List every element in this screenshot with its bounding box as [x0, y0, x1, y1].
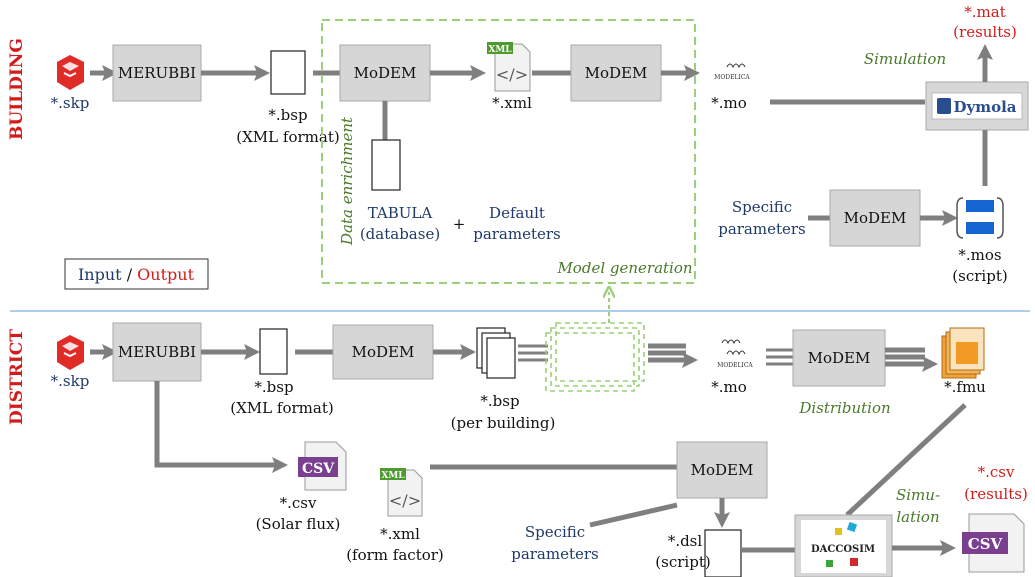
district-xml-badge: XML	[381, 471, 405, 481]
plus-sign: +	[453, 215, 466, 233]
district-mo-label: *.mo	[711, 378, 747, 396]
dymola-logo-icon	[937, 98, 951, 114]
building-mat-label: *.mat	[964, 3, 1005, 21]
district-bsp2-note: (per building)	[451, 414, 556, 432]
xml-badge-text: XML	[488, 45, 512, 55]
dsl-note: (script)	[655, 553, 710, 571]
building-merubbi-label: MERUBBI	[118, 64, 196, 82]
district-bsp-doc	[259, 328, 288, 375]
building-mos-note: (script)	[952, 267, 1007, 285]
district-bsp-label: *.bsp	[254, 378, 293, 396]
default-label-2: parameters	[473, 225, 561, 243]
building-xml-label: *.xml	[492, 94, 532, 112]
arrow-merubbi-csv	[154, 381, 289, 474]
district-modelica-text: MODELICA	[717, 362, 753, 369]
building-specific-2: parameters	[718, 220, 806, 238]
daccosim-logo: DACCOSIM	[811, 521, 875, 567]
district-skp-label: *.skp	[51, 372, 90, 390]
building-modem3-label: MoDEM	[844, 209, 907, 227]
fmu-label: *.fmu	[944, 378, 986, 396]
simu-label-2: lation	[896, 508, 939, 526]
building-xml-icon: XML </>	[487, 42, 531, 92]
building-bsp-doc	[270, 50, 306, 95]
district-xml-label: *.xml	[380, 525, 420, 543]
district-specific-1: Specific	[525, 523, 585, 541]
daccosim-logo-text: DACCOSIM	[811, 544, 875, 555]
csv-icon: CSV	[298, 441, 347, 491]
district-merubbi-label: MERUBBI	[118, 343, 196, 361]
daccosim-logo-bg	[801, 520, 886, 573]
building-modem1-label: MoDEM	[354, 64, 417, 82]
building-mat-note: (results)	[953, 23, 1017, 41]
district-merubbi-box	[112, 322, 202, 382]
section-building-title: BUILDING	[7, 38, 27, 140]
district-xml-icon: XML </>	[380, 468, 423, 517]
csv-badge-text: CSV	[302, 461, 335, 477]
district-xml-note: (form factor)	[346, 546, 444, 564]
csv-out-note: (results)	[964, 485, 1028, 503]
section-district-title: DISTRICT	[7, 329, 27, 425]
district-modem2-label: MoDEM	[808, 349, 871, 367]
building-modem1-box	[339, 44, 431, 102]
svg-text:</>: </>	[389, 491, 421, 510]
modelica-icon: MODELICA	[714, 63, 750, 81]
stack-lines-mo-modem	[766, 348, 795, 366]
tabula-doc	[371, 139, 401, 191]
csv-out-badge: CSV	[968, 535, 1003, 553]
dsl-doc	[704, 529, 742, 577]
building-merubbi-box	[112, 44, 202, 102]
district-modem3-label: MoDEM	[691, 461, 754, 479]
sketchup-icon	[57, 55, 84, 90]
building-mos-label: *.mos	[958, 246, 1001, 264]
district-modem1-box	[332, 324, 434, 380]
dymola-label: Dymola	[953, 98, 1016, 116]
stack-arrows-fmu	[885, 347, 939, 373]
fmu-icon	[941, 327, 985, 379]
csv-out-icon: CSV	[962, 513, 1025, 573]
district-sketchup-icon	[57, 335, 84, 370]
tabula-label: TABULA	[368, 204, 433, 222]
distribution-label: Distribution	[798, 399, 890, 417]
legend-input: Input	[78, 265, 122, 284]
data-enrichment-label: Data enrichment	[338, 116, 356, 246]
district-csv-note: (Solar flux)	[256, 515, 341, 533]
district-modem3-box	[676, 441, 768, 499]
district-bsp-note: (XML format)	[230, 399, 333, 417]
arrow-fmu-daccosim	[845, 403, 967, 517]
district-bsp2-label: *.bsp	[480, 392, 519, 410]
model-generation-label: Model generation	[556, 259, 692, 277]
model-generation-box	[321, 19, 696, 284]
simu-label-1: Simu-	[896, 486, 940, 504]
district-modem1-label: MoDEM	[352, 343, 415, 361]
building-modem2-label: MoDEM	[585, 64, 648, 82]
legend-text: Input / Output	[78, 265, 195, 284]
building-bsp-label: *.bsp	[268, 106, 307, 124]
building-specific-1: Specific	[732, 198, 792, 216]
stack-lines-in	[518, 344, 548, 362]
district-specific-2: parameters	[511, 545, 599, 563]
csv-out-label: *.csv	[978, 463, 1015, 481]
mini-model-generation-boxes	[545, 322, 645, 392]
legend-sep: /	[127, 265, 133, 284]
modelica-icon-text: MODELICA	[714, 74, 750, 81]
legend-box	[64, 258, 209, 290]
building-modem2-box	[570, 44, 662, 102]
district-bsp2-docs	[476, 327, 516, 379]
dsl-label: *.dsl	[668, 532, 703, 550]
building-mo-label: *.mo	[711, 94, 747, 112]
building-skp-label: *.skp	[51, 94, 90, 112]
default-label-1: Default	[489, 204, 545, 222]
building-modem3-box	[829, 189, 921, 247]
building-simulation-label: Simulation	[864, 50, 946, 68]
svg-text:</>: </>	[496, 65, 528, 84]
stack-arrows-out	[648, 343, 699, 369]
tabula-note: (database)	[360, 225, 440, 243]
district-modelica-icon: MODELICA	[717, 339, 753, 369]
district-csv-label: *.csv	[280, 494, 317, 512]
building-bsp-note: (XML format)	[236, 128, 339, 146]
legend-output: Output	[137, 265, 194, 284]
arrow-specific-modem3-d	[589, 502, 678, 528]
mos-script-icon	[956, 197, 1004, 239]
